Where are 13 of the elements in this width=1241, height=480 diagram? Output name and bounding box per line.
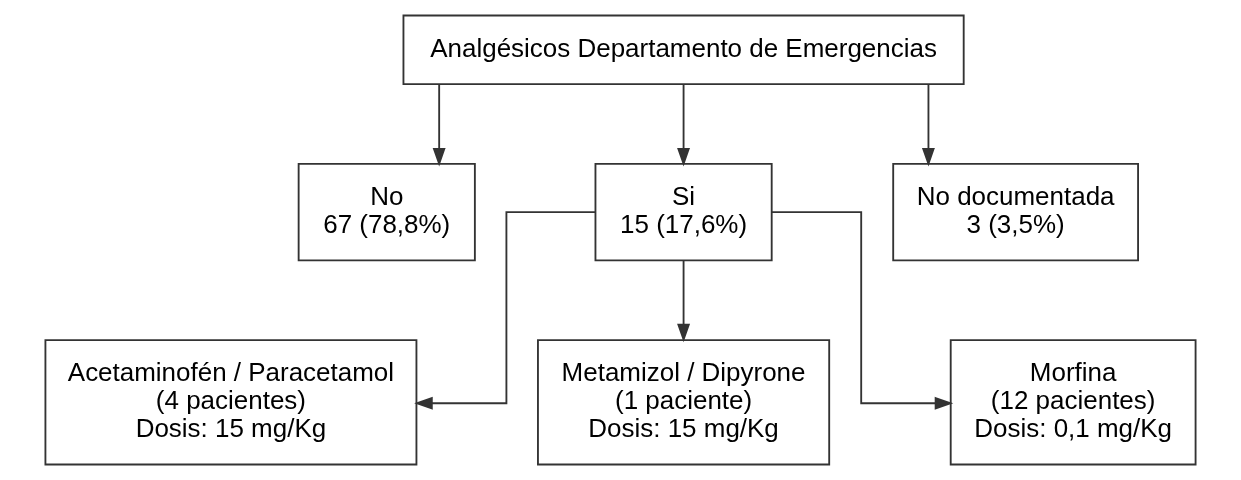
node-box: Metamizol / Dipyrone (1 paciente) Dosis: 15 mg/Kg: [537, 339, 831, 466]
node-box: No documentada 3 (3,5%): [892, 163, 1139, 262]
arrow: [677, 83, 691, 167]
arrow: [432, 83, 446, 167]
arrow: [770, 211, 954, 410]
node-box: Morfina (12 pacientes) Dosis: 0,1 mg/Kg: [949, 339, 1197, 466]
node-box: Si 15 (17,6%): [594, 163, 773, 262]
arrow: [677, 259, 691, 343]
arrow: [414, 211, 596, 410]
node-box: Analgésicos Departamento de Emergencias: [402, 14, 965, 86]
arrow: [921, 83, 935, 167]
node-box: Acetaminofén / Paracetamol (4 pacientes) Dosis: 15 mg/Kg: [44, 339, 418, 466]
node-box: No 67 (78,8%): [297, 163, 476, 262]
